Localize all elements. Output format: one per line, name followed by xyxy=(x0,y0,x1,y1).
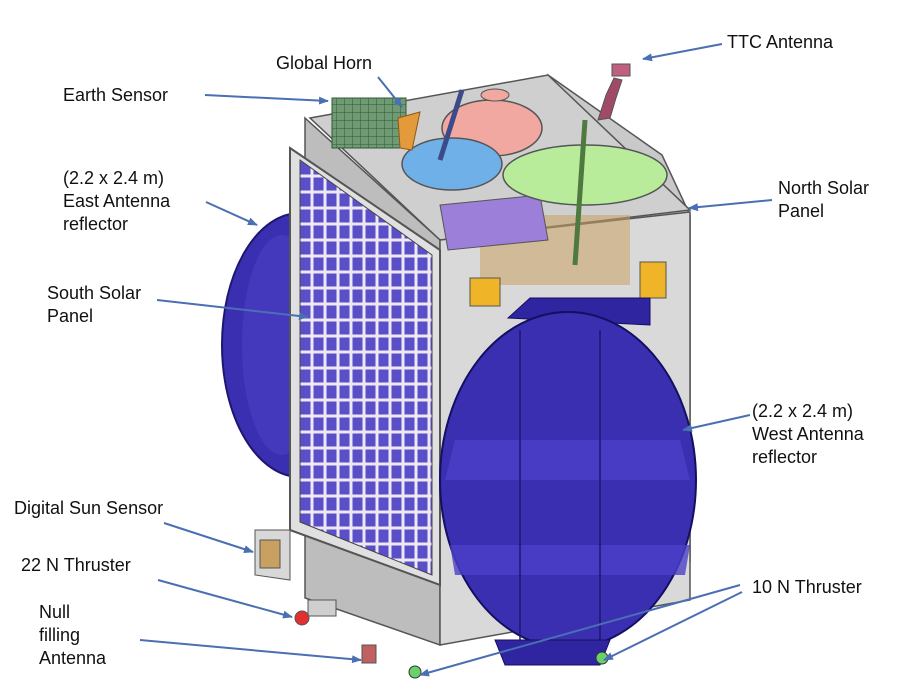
label-south-line2: Panel xyxy=(47,306,94,326)
arrow-digital-sun-sensor xyxy=(163,522,254,554)
label-earth-sensor: Earth Sensor xyxy=(63,85,169,105)
label-north-solar-panel: North Solar Panel xyxy=(778,177,869,223)
label-null-line1: Null xyxy=(39,602,71,622)
label-22n-thruster: 22 N Thruster xyxy=(21,555,131,575)
label-ttc-antenna: TTC Antenna xyxy=(727,32,834,52)
label-west-line1: West Antenna xyxy=(752,424,864,444)
arrow-ttc-antenna xyxy=(642,43,723,62)
arrow-null-filling xyxy=(139,639,362,664)
label-west-size: (2.2 x 2.4 m) xyxy=(752,401,854,421)
top-antennas xyxy=(401,88,668,266)
arrow-north-solar xyxy=(688,199,773,212)
arrow-global-horn xyxy=(377,76,403,108)
digital-sun-sensor-shape xyxy=(254,529,291,581)
thruster-22n-shape xyxy=(294,599,337,626)
label-west-antenna: (2.2 x 2.4 m) West Antenna reflector xyxy=(752,400,864,469)
label-digital-sun-sensor: Digital Sun Sensor xyxy=(14,498,164,518)
arrow-22n-thruster xyxy=(157,579,293,619)
west-antenna-reflector xyxy=(439,297,697,666)
global-horn-shape xyxy=(397,111,421,151)
thruster-10n-left-shape xyxy=(408,665,422,679)
label-global-horn: Global Horn xyxy=(276,53,373,73)
arrow-west-antenna xyxy=(682,414,751,432)
label-east-line1: East Antenna xyxy=(63,191,171,211)
label-west-line2: reflector xyxy=(752,447,818,467)
arrow-10n-left xyxy=(419,584,741,677)
label-null-line2: filling xyxy=(39,625,81,645)
label-south-line1: South Solar xyxy=(47,283,142,303)
label-north-line1: North Solar xyxy=(778,178,870,198)
label-null-filling-antenna: Null filling Antenna xyxy=(39,601,106,670)
ttc-antenna-shape xyxy=(597,63,631,121)
callout-arrows xyxy=(139,43,773,677)
label-east-size: (2.2 x 2.4 m) xyxy=(63,168,165,188)
arrow-10n-right xyxy=(603,591,743,661)
label-north-line2: Panel xyxy=(778,201,825,221)
null-filling-antenna-shape xyxy=(361,644,377,664)
arrow-south-solar xyxy=(156,299,309,320)
label-south-solar-panel: South Solar Panel xyxy=(47,282,141,328)
arrow-earth-sensor xyxy=(204,94,329,105)
label-null-line3: Antenna xyxy=(39,648,107,668)
earth-sensor-block xyxy=(331,97,407,149)
arrow-east-antenna xyxy=(205,201,258,226)
south-solar-panel xyxy=(289,146,441,587)
label-east-antenna: (2.2 x 2.4 m) East Antenna reflector xyxy=(63,167,170,236)
label-east-line2: reflector xyxy=(63,214,129,234)
label-10n-thruster: 10 N Thruster xyxy=(752,577,862,597)
